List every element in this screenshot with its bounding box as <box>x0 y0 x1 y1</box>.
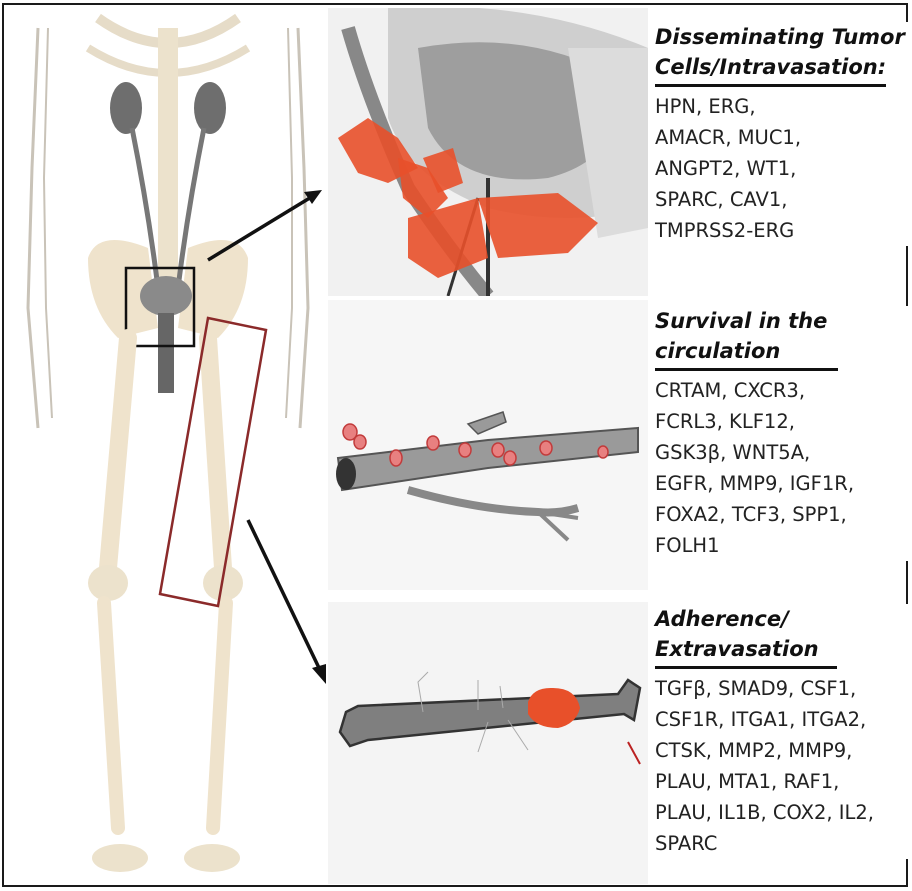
gene-list: CRTAM, CXCR3, FCRL3, KLF12, GSK3β, WNT5A… <box>655 375 910 561</box>
prostate-illustration <box>328 8 648 296</box>
gene-list: TGFβ, SMAD9, CSF1, CSF1R, ITGA1, ITGA2, … <box>655 673 910 859</box>
section-title-line1: Adherence/ <box>655 604 910 634</box>
section-title-line1: Disseminating Tumor <box>655 22 910 52</box>
vessel-illustration <box>328 300 648 590</box>
section-dissemination: Disseminating Tumor Cells/Intravasation:… <box>655 22 910 246</box>
section-survival: Survival in the circulation CRTAM, CXCR3… <box>655 306 910 561</box>
section-title-line2: circulation <box>655 336 838 371</box>
skeleton-illustration <box>8 8 326 884</box>
section-adherence: Adherence/ Extravasation TGFβ, SMAD9, CS… <box>655 604 910 859</box>
section-title: Adherence/ Extravasation <box>655 604 910 669</box>
section-title-line2: Extravasation <box>655 634 837 669</box>
section-title-line2: Cells/Intravasation: <box>655 52 886 87</box>
section-title: Survival in the circulation <box>655 306 910 371</box>
section-title-line1: Survival in the <box>655 306 910 336</box>
femur-illustration <box>328 602 648 884</box>
section-title: Disseminating Tumor Cells/Intravasation: <box>655 22 910 87</box>
gene-list: HPN, ERG, AMACR, MUC1, ANGPT2, WT1, SPAR… <box>655 91 910 246</box>
